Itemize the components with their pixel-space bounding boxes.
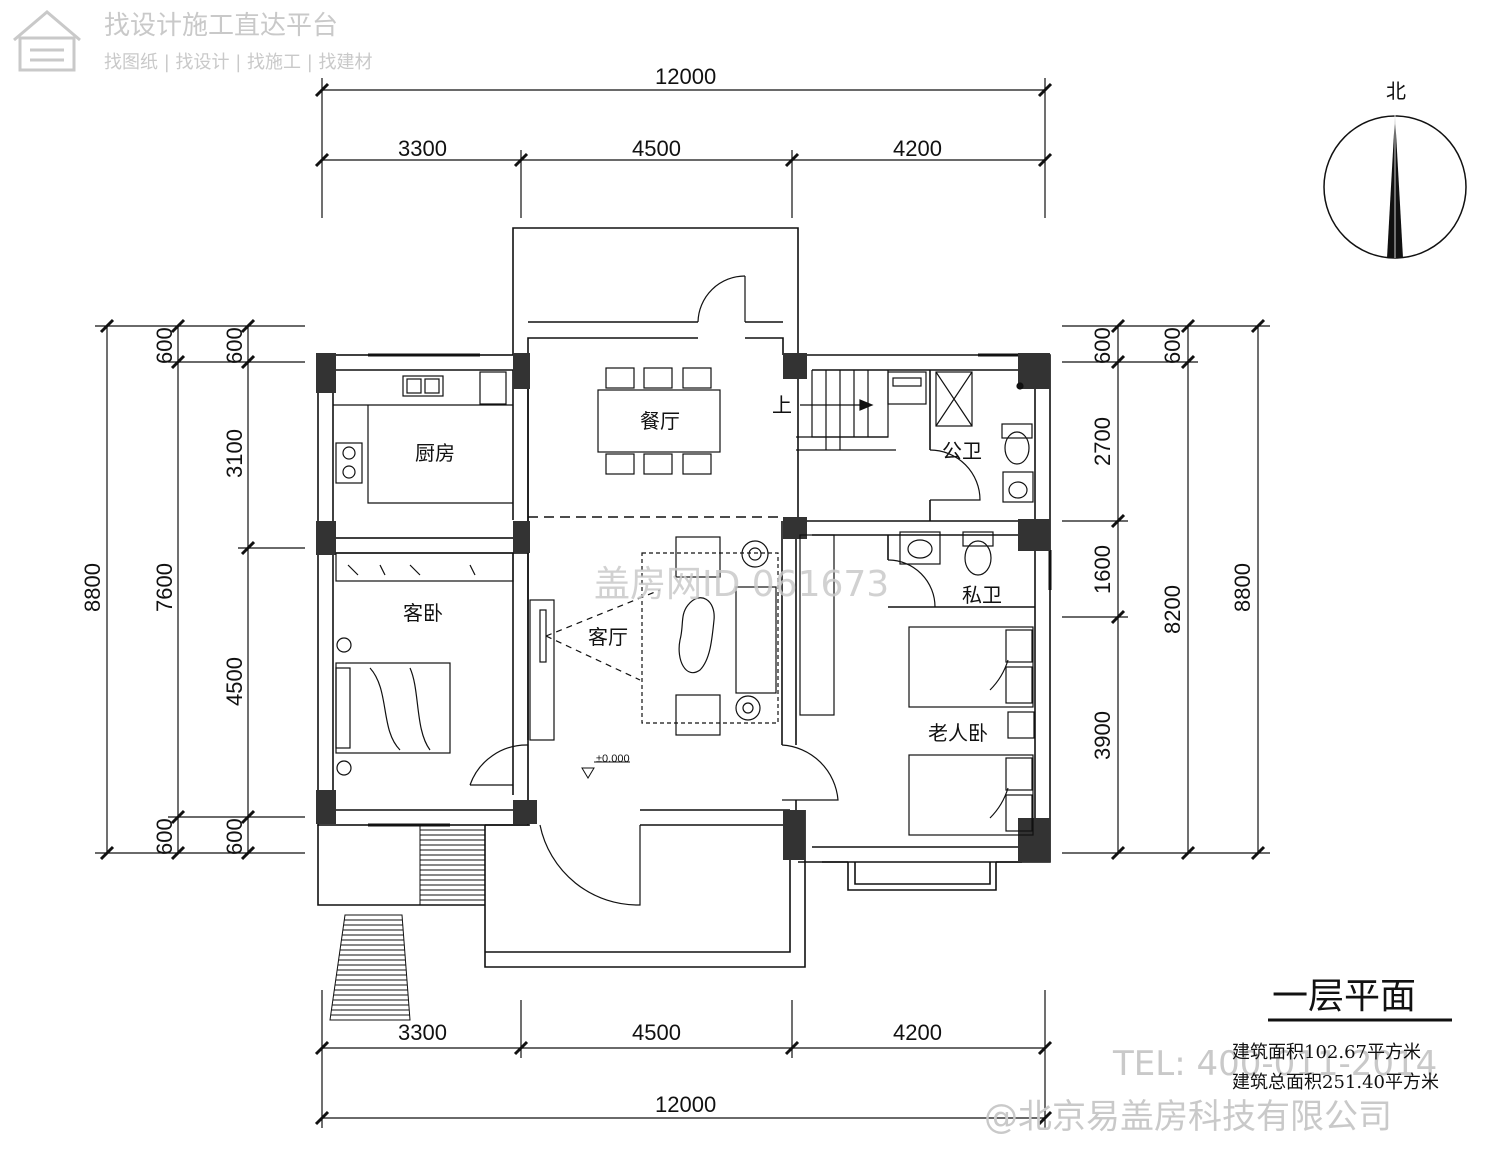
living-sofa-set <box>641 536 779 736</box>
elder-beds <box>908 626 1035 836</box>
room-elder-bedroom: 老人卧 <box>928 721 988 745</box>
room-kitchen: 厨房 <box>415 441 455 465</box>
north-label: 北 <box>1386 79 1406 103</box>
public-bath-fixtures <box>887 371 1034 503</box>
top-dimension-lines <box>314 78 1053 218</box>
brand-logo <box>13 10 81 72</box>
dim-bottom-total: 12000 <box>655 1092 716 1117</box>
elevation-label: ±0.000 <box>596 753 630 765</box>
room-private-bath: 私卫 <box>962 583 1002 607</box>
dim-right-600-1: 600 <box>1090 327 1115 364</box>
kitchen-counter <box>333 371 513 504</box>
watermark-company: @北京易盖房科技有限公司 <box>984 1097 1392 1137</box>
brand-line: 找设计施工直达平台 <box>104 11 338 41</box>
watermark-tel: TEL: 400-011-2014 <box>1112 1044 1437 1084</box>
brand-sub: 找图纸 | 找设计 | 找施工 | 找建材 <box>104 52 373 73</box>
drawing-title: 一层平面 <box>1272 976 1416 1017</box>
right-dimension-lines <box>1062 318 1270 861</box>
north-compass <box>1323 115 1467 259</box>
dim-left-600-2: 600 <box>222 327 247 364</box>
dim-left-4500: 4500 <box>222 657 247 706</box>
room-living: 客厅 <box>588 625 628 649</box>
bottom-dimension-lines <box>314 990 1053 1128</box>
dim-bottom-seg-2: 4500 <box>632 1020 681 1045</box>
dim-left-mid: 7600 <box>152 563 177 612</box>
private-bath-fixtures <box>887 531 994 608</box>
dim-left-600-1: 600 <box>152 327 177 364</box>
dim-bottom-seg-1: 3300 <box>398 1020 447 1045</box>
room-public-bath: 公卫 <box>942 439 982 463</box>
dim-right-3900: 3900 <box>1090 711 1115 760</box>
left-dimension-texts: 8800 7600 600 600 3100 4500 600 600 <box>80 327 247 855</box>
dim-right-mid: 8200 <box>1160 585 1185 634</box>
area-line: 建筑面积102.67平方米 <box>1232 1042 1421 1063</box>
living-tv-cabinet <box>529 534 835 741</box>
elevation-marker <box>581 767 595 779</box>
dim-left-600-4: 600 <box>222 818 247 855</box>
room-guest-bedroom: 客卧 <box>403 601 443 625</box>
guest-bed <box>335 552 514 776</box>
dim-right-2700: 2700 <box>1090 417 1115 466</box>
total-area-line: 建筑总面积251.40平方米 <box>1232 1072 1439 1093</box>
dim-top-total: 12000 <box>655 64 716 89</box>
staircase <box>796 370 896 451</box>
front-steps <box>329 824 486 1021</box>
dim-right-total: 8800 <box>1230 563 1255 612</box>
watermark-id: 盖房网ID 061673 <box>594 564 889 605</box>
dim-top-seg-2: 4500 <box>632 136 681 161</box>
dim-right-600-2: 600 <box>1160 327 1185 364</box>
entrance-doors <box>469 744 839 906</box>
dim-top-seg-1: 3300 <box>398 136 447 161</box>
room-dining: 餐厅 <box>640 409 680 433</box>
dim-top-seg-3: 4200 <box>893 136 942 161</box>
right-dimension-texts: 600 600 2700 1600 3900 8200 8800 <box>1090 327 1255 760</box>
dim-left-600-3: 600 <box>152 818 177 855</box>
left-dimension-lines <box>95 318 305 861</box>
dim-bottom-seg-3: 4200 <box>893 1020 942 1045</box>
stair-up-label: 上 <box>772 393 792 417</box>
dim-left-total: 8800 <box>80 563 105 612</box>
dim-left-3100: 3100 <box>222 429 247 478</box>
columns <box>316 353 1050 862</box>
dim-right-1600: 1600 <box>1090 545 1115 594</box>
dining-table <box>597 367 721 475</box>
